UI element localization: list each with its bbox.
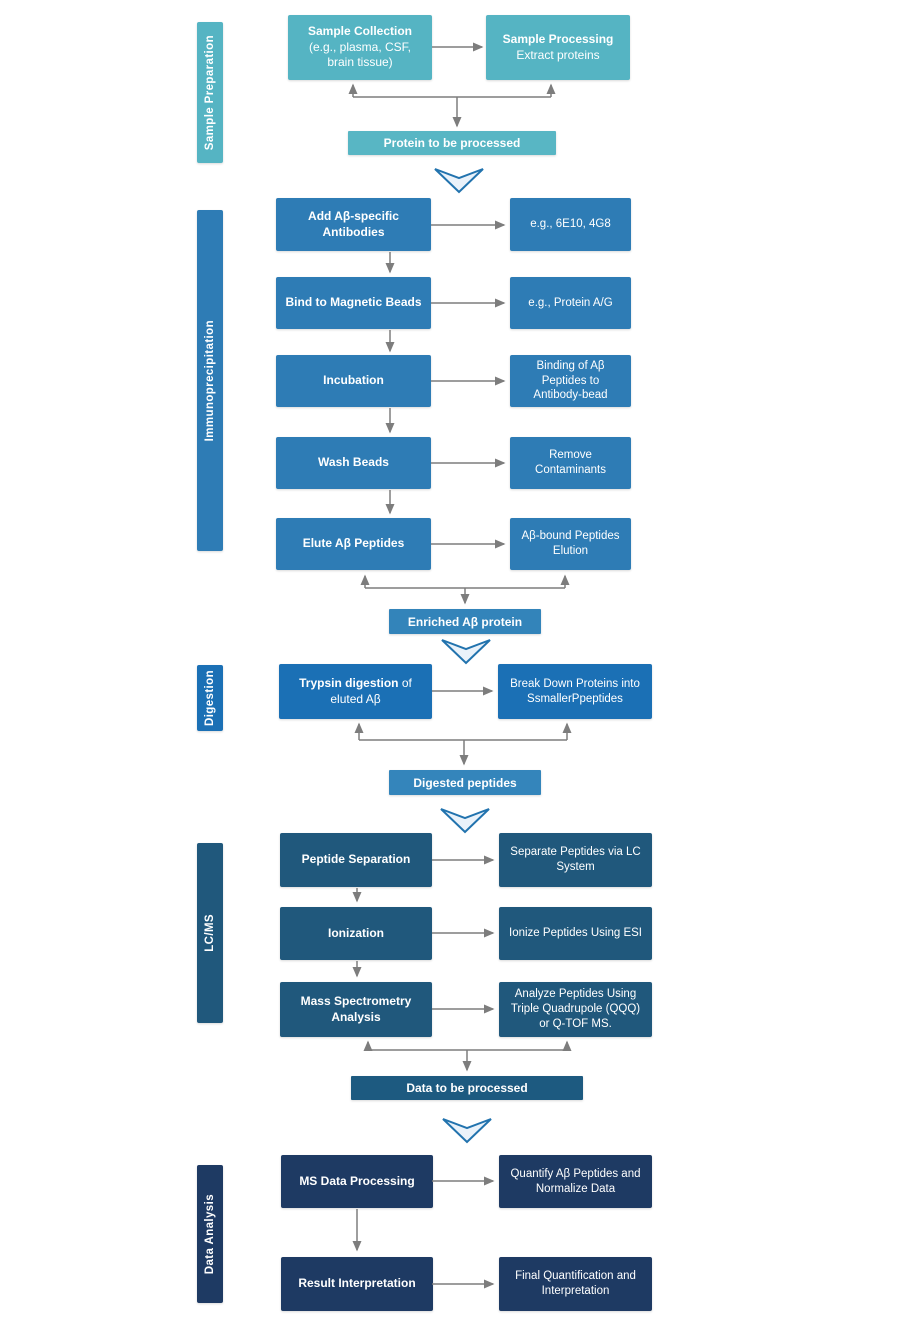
section-label-digestion: Digestion	[197, 665, 223, 731]
info-box-ionize-esi: Ionize Peptides Using ESI	[499, 907, 652, 960]
step-box-bind-magnetic-beads: Bind to Magnetic Beads	[276, 277, 431, 329]
step-title: Mass Spectrometry Analysis	[300, 994, 412, 1024]
step-title: Incubation	[323, 373, 384, 388]
step-box-add-antibodies: Add Aβ-specific Antibodies	[276, 198, 431, 251]
info-text: Remove Contaminants	[535, 449, 606, 476]
info-box-binding-peptides: Binding of Aβ Peptides to Antibody-bead	[510, 355, 631, 407]
info-box-break-down-proteins: Break Down Proteins into SsmallerPpeptid…	[498, 664, 652, 719]
band-text: Digested peptides	[413, 775, 517, 790]
step-title: Sample Processing	[502, 32, 614, 47]
step-title: Wash Beads	[318, 455, 389, 470]
step-box-incubation: Incubation	[276, 355, 431, 407]
section-label-immunoprecipitation: Immunoprecipitation	[197, 210, 223, 551]
band-text: Protein to be processed	[383, 136, 521, 150]
chevron-down-icon	[441, 639, 491, 665]
chevron-down-icon	[434, 168, 484, 194]
info-text: Aβ-bound Peptides Elution	[521, 530, 620, 557]
step-box-trypsin-digestion: Trypsin digestion of eluted Aβ	[279, 664, 432, 719]
step-subtitle: Extract proteins	[516, 47, 600, 62]
info-text: e.g., Protein A/G	[528, 296, 613, 309]
band-text: Data to be processed	[406, 1081, 528, 1095]
section-label-text: Immunoprecipitation	[204, 319, 216, 442]
output-band-digested-peptides: Digested peptides	[389, 770, 541, 795]
step-title: Bind to Magnetic Beads	[285, 295, 422, 310]
step-box-elute-peptides: Elute Aβ Peptides	[276, 518, 431, 570]
section-label-data-analysis: Data Analysis	[197, 1165, 223, 1303]
step-title-bold: Trypsin digestion	[299, 676, 399, 691]
step-title: Ionization	[328, 925, 384, 940]
step-box-sample-processing: Sample Processing Extract proteins	[486, 15, 630, 80]
step-title: Elute Aβ Peptides	[302, 536, 405, 551]
info-text: Quantify Aβ Peptides and Normalize Data	[510, 1167, 641, 1195]
info-text: Final Quantification and Interpretation	[515, 1270, 636, 1297]
info-text: Ionize Peptides Using ESI	[509, 927, 642, 940]
step-subtitle: (e.g., plasma, CSF, brain tissue)	[308, 39, 412, 70]
section-label-lcms: LC/MS	[197, 843, 223, 1023]
info-box-separate-via-lc: Separate Peptides via LC System	[499, 833, 652, 887]
info-text: Separate Peptides via LC System	[510, 846, 641, 873]
step-title: Peptide Separation	[301, 852, 411, 867]
step-title-rest: of eluted Aβ	[330, 676, 412, 706]
section-label-text: Data Analysis	[204, 1193, 216, 1275]
output-band-protein-to-be-processed: Protein to be processed	[348, 131, 556, 155]
step-box-ionization: Ionization	[280, 907, 432, 960]
info-box-analyze-qqq-qtof: Analyze Peptides Using Triple Quadrupole…	[499, 982, 652, 1037]
output-band-data-to-be-processed: Data to be processed	[351, 1076, 583, 1100]
info-box-quantify-normalize: Quantify Aβ Peptides and Normalize Data	[499, 1155, 652, 1208]
info-text: Analyze Peptides Using Triple Quadrupole…	[510, 988, 641, 1030]
info-text: Binding of Aβ Peptides to Antibody-bead	[533, 359, 608, 402]
band-text: Enriched Aβ protein	[407, 614, 523, 629]
info-text: Break Down Proteins into SsmallerPpeptid…	[510, 677, 640, 705]
chevron-down-icon	[440, 808, 490, 834]
section-label-text: Digestion	[204, 670, 216, 726]
output-band-enriched-protein: Enriched Aβ protein	[389, 609, 541, 634]
section-label-text: Sample Preparation	[204, 34, 216, 151]
info-box-final-quantification: Final Quantification and Interpretation	[499, 1257, 652, 1311]
step-title: Sample Collection	[307, 24, 413, 39]
info-box-protein-ag: e.g., Protein A/G	[510, 277, 631, 329]
section-label-text: LC/MS	[204, 914, 216, 952]
step-title: Result Interpretation	[298, 1276, 416, 1291]
info-box-remove-contaminants: Remove Contaminants	[510, 437, 631, 489]
step-box-ms-data-processing: MS Data Processing	[281, 1155, 433, 1208]
step-title: MS Data Processing	[299, 1173, 415, 1188]
section-label-sample-preparation: Sample Preparation	[197, 22, 223, 163]
step-box-mass-spectrometry: Mass Spectrometry Analysis	[280, 982, 432, 1037]
info-box-peptides-elution: Aβ-bound Peptides Elution	[510, 518, 631, 570]
info-box-antibody-examples: e.g., 6E10, 4G8	[510, 198, 631, 251]
step-title: Add Aβ-specific Antibodies	[308, 209, 399, 239]
chevron-down-icon	[442, 1118, 492, 1144]
step-box-result-interpretation: Result Interpretation	[281, 1257, 433, 1311]
info-text: e.g., 6E10, 4G8	[530, 218, 611, 231]
step-box-sample-collection: Sample Collection (e.g., plasma, CSF, br…	[288, 15, 432, 80]
step-box-peptide-separation: Peptide Separation	[280, 833, 432, 887]
step-box-wash-beads: Wash Beads	[276, 437, 431, 489]
